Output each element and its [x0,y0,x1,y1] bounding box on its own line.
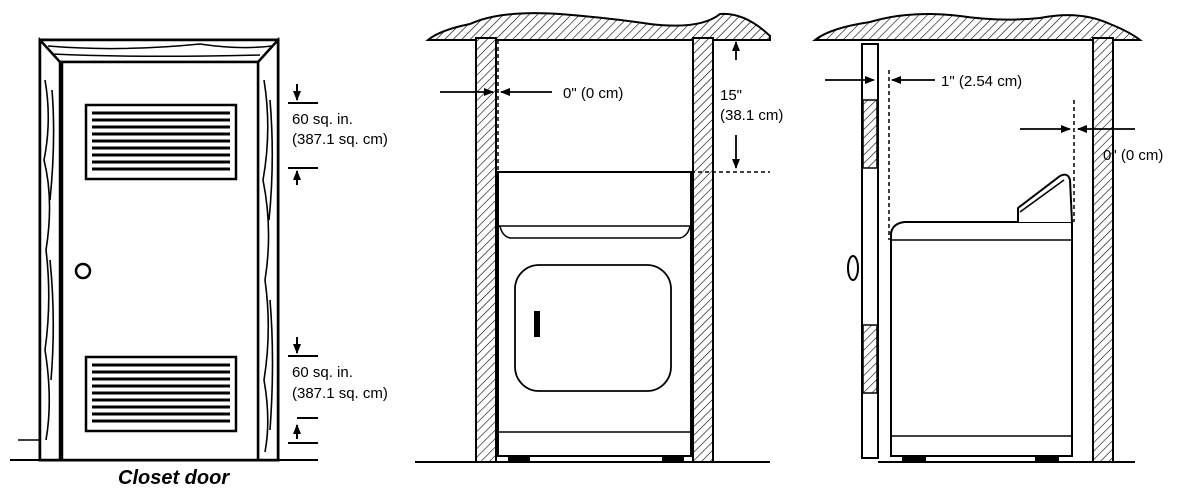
side-front-clearance-label: 0" (0 cm) [1103,147,1164,164]
front-side-clearance-label: 0" (0 cm) [563,85,624,102]
bottom-vent-area-metric-label: (387.1 sq. cm) [292,385,388,402]
side-view-ceiling [812,13,1143,41]
dryer-door [514,264,672,392]
dryer-side-foot-back [1035,456,1059,463]
front-view-right-wall [692,37,714,463]
dryer-side-foot-front [902,456,926,463]
front-top-clearance-label: 15" [720,87,743,104]
door-knob [74,262,92,280]
door-header [38,38,280,64]
bottom-vent-area-label: 60 sq. in. [292,364,353,381]
rear-clearance-label: 1" (2.54 cm) [941,73,1023,90]
front-view [415,12,771,463]
top-vent-area-metric-label: (387.1 sq. cm) [292,131,388,148]
dryer-side-body [890,221,1073,457]
side-view [812,13,1143,463]
front-view-ceiling [425,12,771,41]
side-view-door-knob [847,255,859,281]
bottom-vent-dimension [288,337,318,444]
side-view-back-wall [1092,37,1114,463]
front-top-clearance-metric-label: (38.1 cm) [720,107,784,124]
front-view-left-wall [475,37,497,463]
dryer-console [1017,173,1073,223]
side-view-bottom-vent [862,324,878,394]
dryer-foot-right [662,456,684,463]
top-vent-dimension [288,84,318,185]
dryer-foot-left [508,456,530,463]
closet-door [10,36,318,462]
closet-door-caption: Closet door [118,467,230,489]
side-view-top-vent [862,99,878,169]
dryer-door-handle [534,311,540,337]
top-vent-area-label: 60 sq. in. [292,111,353,128]
